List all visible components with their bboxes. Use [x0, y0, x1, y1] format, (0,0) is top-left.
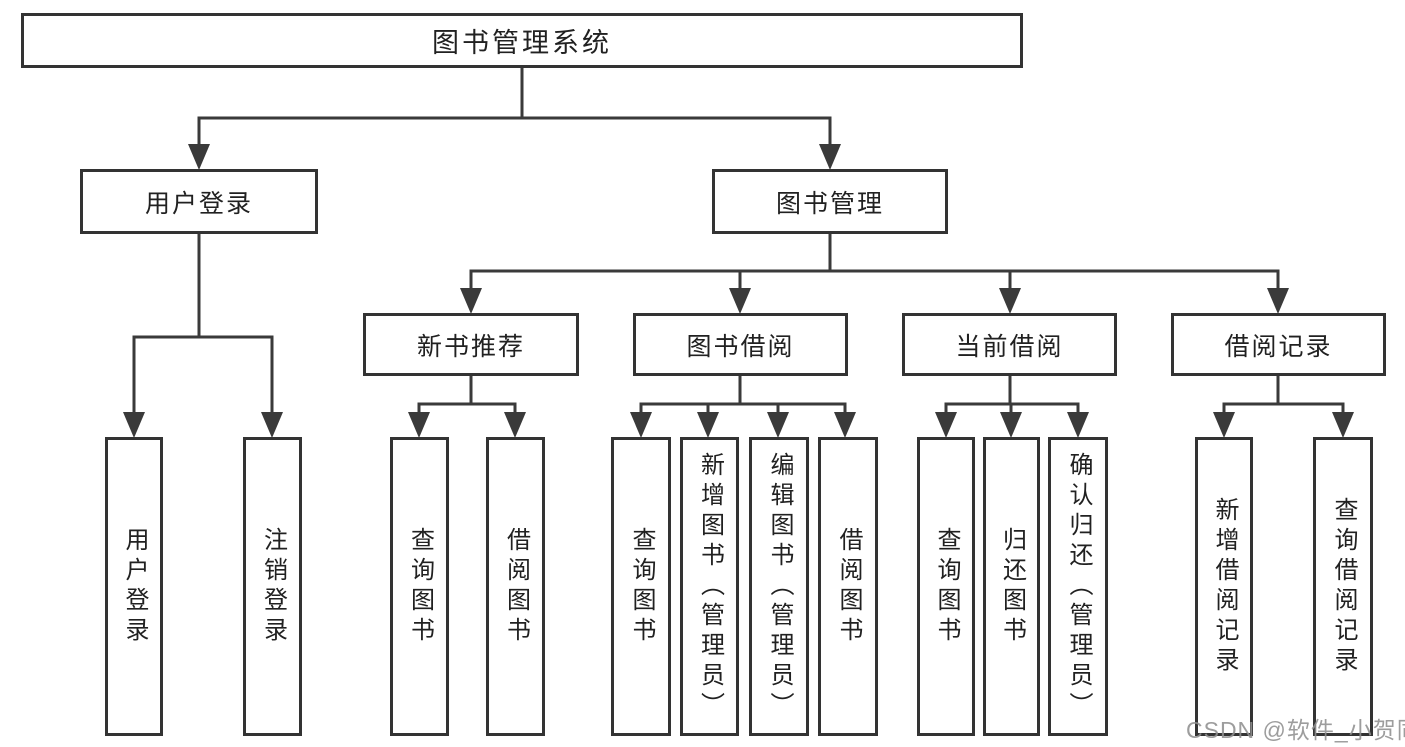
connector-new-book-recommend-children [408, 374, 526, 438]
leaf-confirm-return-admin: 确认归还（管理员） [1048, 437, 1108, 736]
connector-root-to-branches [188, 67, 841, 170]
node-label: 借阅记录 [1224, 332, 1333, 361]
node-label: 新书推荐 [416, 332, 525, 361]
leaf-label: 注销登录 [259, 526, 287, 647]
node-current-borrowing: 当前借阅 [902, 313, 1117, 376]
leaf-label: 查询图书 [933, 526, 960, 647]
node-label: 图书管理 [775, 189, 884, 218]
leaf-borrow-books-recommend: 借阅图书 [486, 437, 545, 736]
leaf-label: 确认归还（管理员） [1065, 451, 1092, 722]
csdn-watermark: CSDN @软件_小贺同学 [1186, 717, 1405, 743]
leaf-label: 查询借阅记录 [1330, 496, 1357, 677]
leaf-label: 新增借阅记录 [1211, 496, 1238, 677]
connector-book-borrowing-children [630, 374, 856, 438]
leaf-logout: 注销登录 [243, 437, 302, 736]
leaf-query-books-borrowing: 查询图书 [611, 437, 671, 736]
node-label: 用户登录 [144, 189, 253, 218]
leaf-borrow-books-borrowing: 借阅图书 [818, 437, 878, 736]
leaf-label: 查询图书 [406, 526, 434, 647]
leaf-label: 借阅图书 [502, 526, 530, 647]
leaf-return-books: 归还图书 [983, 437, 1040, 736]
node-new-book-recommend: 新书推荐 [363, 313, 579, 376]
node-label: 图书借阅 [686, 332, 795, 361]
leaf-add-borrow-record: 新增借阅记录 [1195, 437, 1253, 736]
node-label: 当前借阅 [955, 332, 1064, 361]
leaf-edit-book-admin: 编辑图书（管理员） [749, 437, 809, 736]
connector-user-login-children [123, 233, 283, 438]
node-user-login: 用户登录 [80, 169, 318, 234]
leaf-query-books-recommend: 查询图书 [390, 437, 449, 736]
leaf-label: 新增图书（管理员） [696, 451, 724, 722]
connector-current-borrowing-children [935, 374, 1089, 438]
leaf-user-login: 用户登录 [105, 437, 163, 736]
leaf-label: 借阅图书 [835, 526, 862, 647]
node-book-borrowing: 图书借阅 [633, 313, 848, 376]
connector-book-management-sections [460, 233, 1289, 314]
node-borrowing-records: 借阅记录 [1171, 313, 1386, 376]
connector-borrowing-records-children [1213, 374, 1354, 438]
node-label: 图书管理系统 [432, 28, 612, 58]
leaf-query-borrow-record: 查询借阅记录 [1313, 437, 1373, 736]
leaf-label: 查询图书 [628, 526, 655, 647]
leaf-label: 归还图书 [998, 526, 1026, 647]
leaf-label: 编辑图书（管理员） [766, 451, 793, 722]
leaf-label: 用户登录 [121, 526, 148, 647]
leaf-add-book-admin: 新增图书（管理员） [680, 437, 739, 736]
node-book-management: 图书管理 [712, 169, 948, 234]
node-library-management-system: 图书管理系统 [21, 13, 1023, 68]
leaf-query-books-current: 查询图书 [917, 437, 975, 736]
